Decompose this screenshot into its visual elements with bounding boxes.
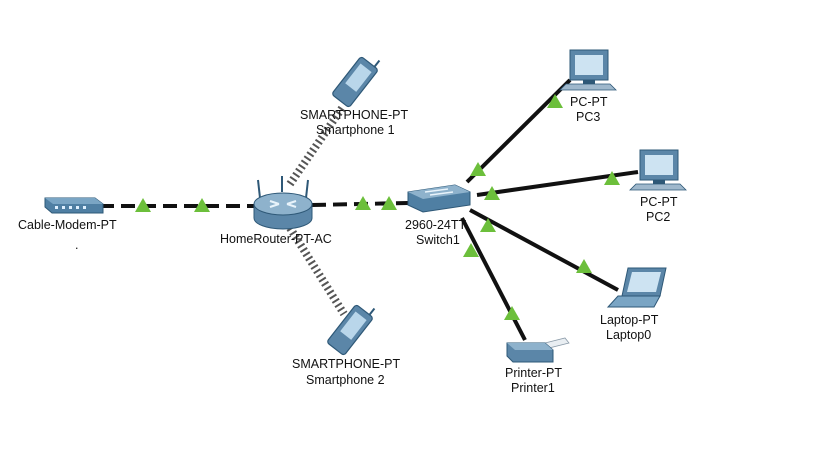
pc2-sublabel: PC2 [646, 210, 670, 224]
pc3-label: PC-PT [570, 95, 608, 109]
printer-device[interactable] [506, 337, 570, 363]
home-router-device[interactable] [253, 176, 313, 230]
link-switch-laptop[interactable] [469, 208, 619, 292]
link-light [135, 198, 151, 212]
smartphone-2-device[interactable] [327, 298, 379, 356]
cable-modem-label: Cable-Modem-PT [18, 218, 117, 232]
link-light [194, 198, 210, 212]
link-light [470, 162, 486, 176]
wireless-link-phone1 [286, 105, 346, 187]
link-light [355, 196, 371, 210]
smartphone-2-label: SMARTPHONE-PT [292, 357, 400, 371]
wireless-link-phone2 [286, 225, 348, 317]
cable-modem-sublabel: . [75, 238, 78, 252]
cable-modem-device[interactable] [44, 197, 104, 214]
link-lights [135, 94, 620, 320]
link-light [576, 259, 592, 273]
printer-label: Printer-PT [505, 366, 562, 380]
switch-device[interactable] [407, 184, 471, 213]
smartphone-1-sublabel: Smartphone 1 [316, 123, 395, 137]
switch-sublabel: Switch1 [416, 233, 460, 247]
link-light [480, 218, 496, 232]
laptop-label: Laptop-PT [600, 313, 659, 327]
laptop-device[interactable] [606, 267, 667, 308]
link-light [547, 94, 563, 108]
link-light [463, 243, 479, 257]
printer-sublabel: Printer1 [511, 381, 555, 395]
smartphone-1-device[interactable] [332, 50, 384, 108]
smartphone-1-label: SMARTPHONE-PT [300, 108, 408, 122]
pc3-device[interactable] [559, 49, 617, 91]
link-switch-pc3[interactable] [465, 78, 572, 184]
link-light [604, 171, 620, 185]
smartphone-2-sublabel: Smartphone 2 [306, 373, 385, 387]
pc2-device[interactable] [629, 149, 687, 191]
link-light [381, 196, 397, 210]
link-light [484, 186, 500, 200]
pc2-label: PC-PT [640, 195, 678, 209]
switch-label: 2960-24TT [405, 218, 467, 232]
router-label: HomeRouter-PT-AC [220, 232, 332, 246]
link-light [504, 306, 520, 320]
laptop-sublabel: Laptop0 [606, 328, 651, 342]
pc3-sublabel: PC3 [576, 110, 600, 124]
